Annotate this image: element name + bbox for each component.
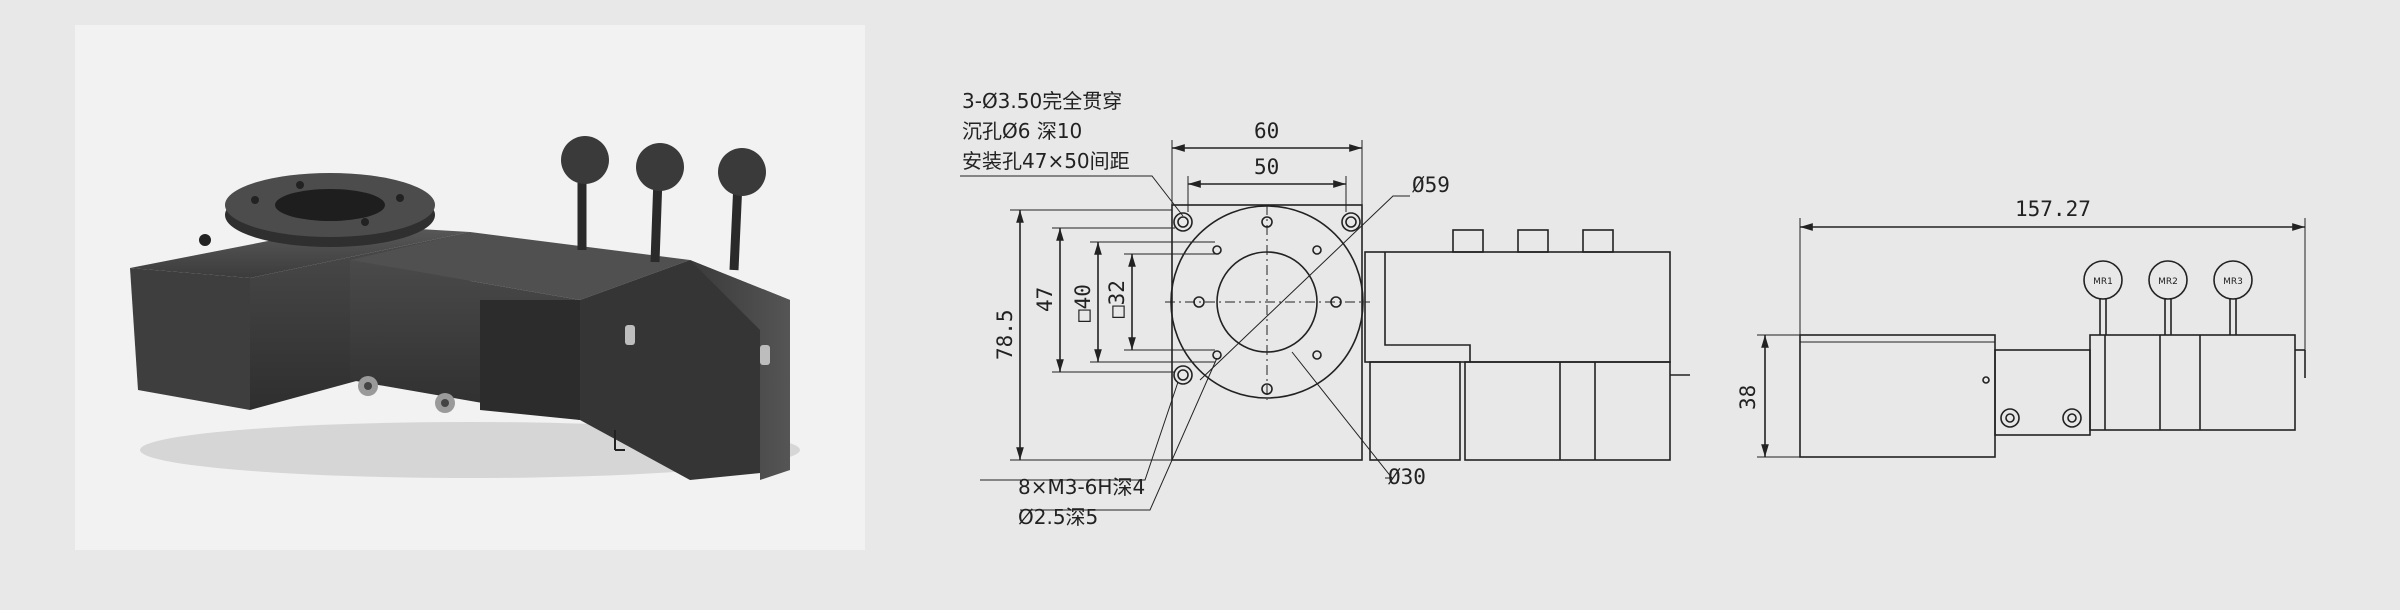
note-hole-through: 3-Ø3.50完全贯穿 bbox=[962, 89, 1122, 113]
knob-label-1: MR1 bbox=[2093, 277, 2113, 287]
knob-icon bbox=[561, 136, 609, 184]
side-view-drawing bbox=[1757, 218, 2306, 458]
knob-label-2: MR2 bbox=[2158, 277, 2178, 287]
knob-icon bbox=[2083, 260, 2123, 300]
dim-sq32: □32 bbox=[1105, 280, 1129, 318]
dim-78-5: 78.5 bbox=[993, 309, 1017, 360]
side-motor bbox=[2089, 334, 2296, 431]
dim-50: 50 bbox=[1254, 155, 1279, 179]
connectors bbox=[1452, 229, 1614, 253]
dim-157-27: 157.27 bbox=[2015, 197, 2091, 221]
disc-center-hole bbox=[275, 189, 385, 221]
note-mount-spacing: 安装孔47×50间距 bbox=[962, 149, 1130, 173]
note-counterbore: 沉孔Ø6 深10 bbox=[962, 119, 1082, 143]
front-view-drawing bbox=[960, 140, 1690, 511]
stage-body bbox=[130, 173, 790, 480]
dim-47: 47 bbox=[1033, 287, 1057, 312]
knob-icon bbox=[636, 143, 684, 191]
side-body bbox=[1799, 334, 1996, 458]
dim-38: 38 bbox=[1736, 385, 1760, 410]
dim-sq40: □40 bbox=[1071, 284, 1095, 322]
photo-knobs bbox=[561, 136, 766, 271]
product-photo bbox=[75, 25, 865, 550]
dim-phi59: Ø59 bbox=[1412, 173, 1450, 197]
note-m3-threads: 8×M3-6H深4 bbox=[1018, 475, 1145, 499]
knob-label-3: MR3 bbox=[2223, 277, 2243, 287]
dim-phi30: Ø30 bbox=[1388, 465, 1426, 489]
note-pin-holes: Ø2.5深5 bbox=[1018, 505, 1098, 529]
front-view-labels: 3-Ø3.50完全贯穿 沉孔Ø6 深10 安装孔47×50间距 60 50 Ø5… bbox=[962, 89, 1450, 529]
knob-icon bbox=[2148, 260, 2188, 300]
knob-icon bbox=[2213, 260, 2253, 300]
dim-60: 60 bbox=[1254, 119, 1279, 143]
knob-icon bbox=[718, 148, 766, 196]
side-view-labels: 157.27 38 MR1 MR2 MR3 bbox=[1736, 197, 2243, 410]
